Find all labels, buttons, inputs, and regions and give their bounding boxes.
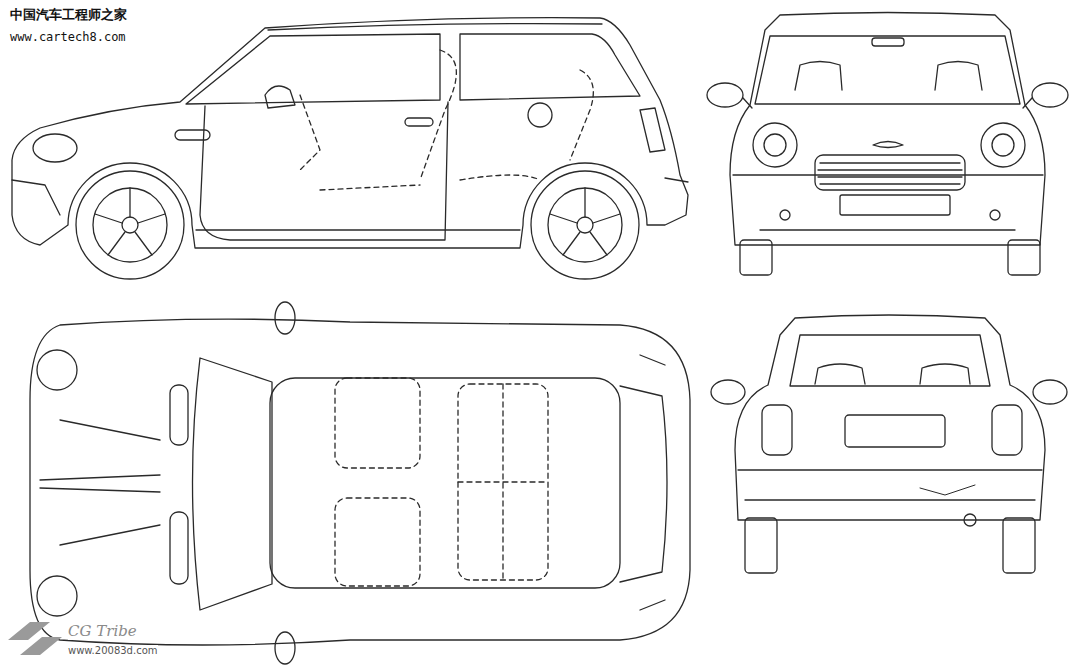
side-view — [12, 18, 688, 279]
logo-mark — [8, 622, 62, 655]
site-url: www.cartech8.com — [10, 30, 126, 44]
front-view — [707, 13, 1068, 276]
watermark-logo: CG Tribe — [68, 622, 137, 640]
top-view — [30, 302, 690, 664]
rear-view — [711, 315, 1067, 573]
watermark-url: www.20083d.com — [68, 645, 158, 656]
site-title: 中国汽车工程师之家 — [10, 6, 127, 24]
